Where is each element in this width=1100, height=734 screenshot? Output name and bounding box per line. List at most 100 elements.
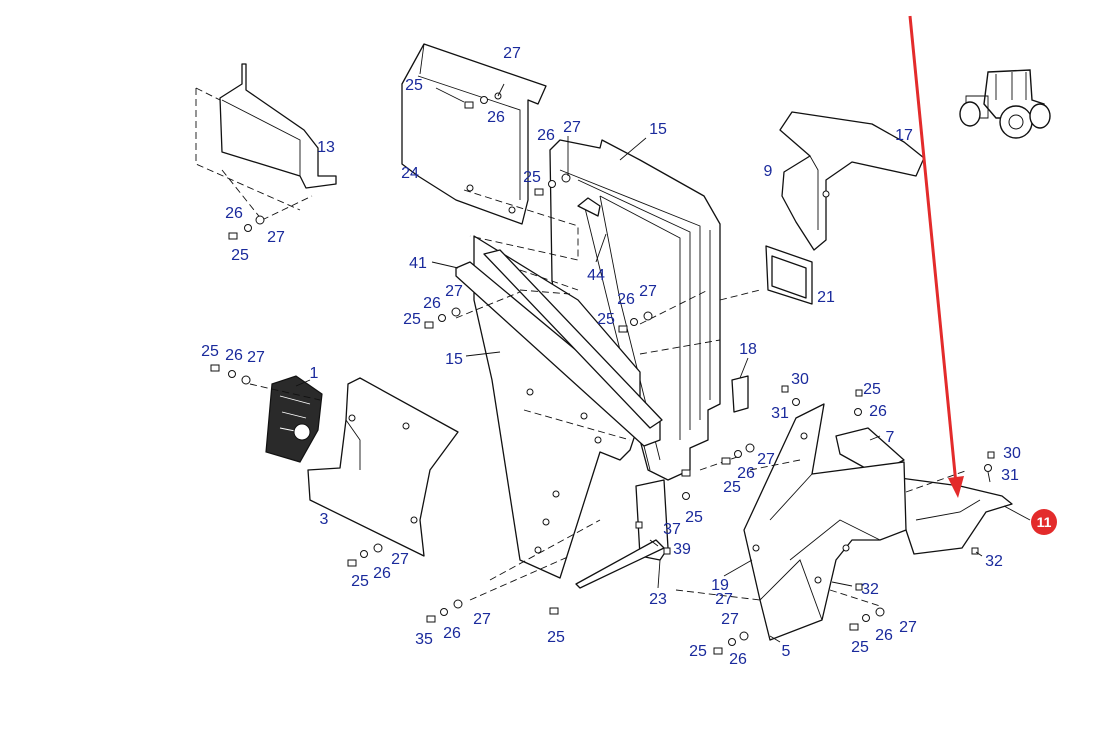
part-13-cover [195, 63, 337, 221]
bolt-washer [681, 469, 691, 500]
callout-11: 11 [1031, 509, 1057, 535]
label: 32 [861, 581, 879, 598]
label: 26 [225, 347, 243, 364]
bolt-washer [721, 443, 755, 465]
tractor-icon [959, 69, 1051, 139]
label: 3 [320, 511, 329, 528]
fasteners [210, 96, 995, 655]
label: 24 [401, 165, 419, 182]
bolt-washer [426, 599, 463, 623]
label: 27 [721, 611, 739, 628]
label: 25 [689, 643, 707, 660]
bolt-washer [347, 543, 383, 567]
label: 44 [587, 267, 605, 284]
label: 19 [711, 577, 729, 594]
label: 25 [851, 639, 869, 656]
callout-11-text: 11 [1037, 514, 1052, 530]
label: 21 [817, 289, 835, 306]
label: 27 [757, 451, 775, 468]
part-21-gasket [765, 245, 813, 305]
red-arrow [908, 15, 964, 498]
bolt-washer [534, 173, 571, 196]
label: 27 [247, 349, 265, 366]
bolt-washer [984, 451, 995, 472]
label: 26 [423, 295, 441, 312]
label: 15 [649, 121, 667, 138]
label: 26 [875, 627, 893, 644]
label: 25 [863, 381, 881, 398]
label: 39 [673, 541, 691, 558]
bolt-washer [781, 385, 800, 406]
label: 26 [487, 109, 505, 126]
label: 26 [373, 565, 391, 582]
label: 26 [443, 625, 461, 642]
part-9-17-bracket [779, 111, 925, 251]
label: 26 [225, 205, 243, 222]
part-24-panel [401, 43, 547, 225]
label: 41 [409, 255, 427, 272]
label: 27 [391, 551, 409, 568]
label: 26 [869, 403, 887, 420]
label: 25 [201, 343, 219, 360]
label: 26 [617, 291, 635, 308]
label: 27 [899, 619, 917, 636]
label: 27 [563, 119, 581, 136]
label: 26 [737, 465, 755, 482]
label: 9 [764, 163, 773, 180]
label: 17 [895, 127, 913, 144]
bolt-washer [635, 521, 643, 529]
leader-lines [295, 83, 1031, 643]
label: 31 [1001, 467, 1019, 484]
label: 25 [723, 479, 741, 496]
label: 27 [473, 611, 491, 628]
label: 26 [729, 651, 747, 668]
label: 7 [886, 429, 895, 446]
part-labels: 27 25 26 24 13 26 27 25 26 27 15 25 17 9… [201, 45, 1021, 668]
label: 23 [649, 591, 667, 608]
label: 25 [685, 509, 703, 526]
label: 32 [985, 553, 1003, 570]
label: 25 [351, 573, 369, 590]
bolt-washer [713, 631, 749, 655]
part-23-bracket [575, 479, 669, 589]
bolt-washer [663, 547, 671, 555]
label: 30 [791, 371, 809, 388]
part-1-bracket [265, 375, 323, 463]
label: 18 [739, 341, 757, 358]
label: 1 [310, 365, 319, 382]
label: 27 [445, 283, 463, 300]
label: 26 [537, 127, 555, 144]
bolt-washer [424, 307, 461, 329]
label: 25 [547, 629, 565, 646]
part-18-tab [731, 375, 749, 413]
label: 25 [597, 311, 615, 328]
label: 30 [1003, 445, 1021, 462]
bolt-washer [210, 364, 251, 385]
label: 27 [267, 229, 285, 246]
label: 37 [663, 521, 681, 538]
label: 15 [445, 351, 463, 368]
bolt-washer [228, 215, 265, 240]
bolt-washer [855, 583, 863, 591]
label: 35 [415, 631, 433, 648]
label: 27 [715, 591, 733, 608]
part-11-bracket [899, 477, 1013, 555]
label: 31 [771, 405, 789, 422]
bolt-washer [464, 96, 488, 109]
bolt-washer [618, 311, 653, 333]
label: 25 [403, 311, 421, 328]
part-41-15-lower-panel [455, 235, 663, 579]
label: 25 [405, 77, 423, 94]
bolt-washer [971, 547, 979, 555]
bolt-washer [549, 607, 559, 615]
label: 27 [639, 283, 657, 300]
label: 25 [523, 169, 541, 186]
part-3-panel [307, 377, 459, 557]
label: 27 [503, 45, 521, 62]
bolt-washer [849, 607, 885, 631]
bolt-washer [854, 389, 863, 416]
label: 13 [317, 139, 335, 156]
label: 25 [231, 247, 249, 264]
